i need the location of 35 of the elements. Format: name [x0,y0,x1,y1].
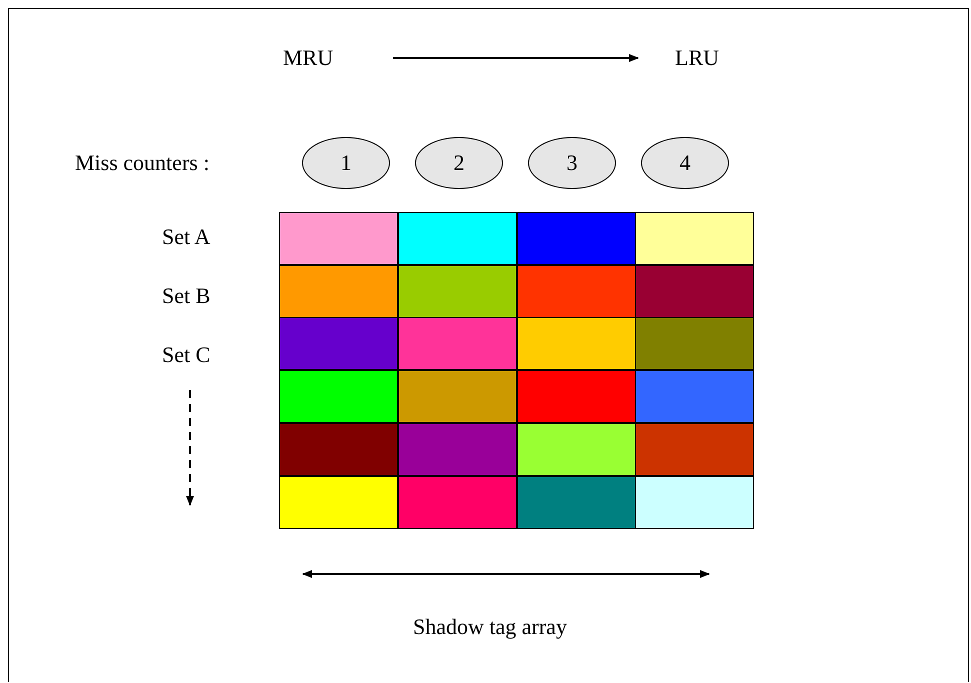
order-label: LRU [675,45,719,71]
tag-cell [516,370,636,424]
tag-cell [398,264,517,318]
tag-cell [635,264,754,318]
tag-cell [398,212,517,265]
tag-cell [398,476,517,528]
tag-cell [635,422,754,476]
miss-counter-oval: 2 [415,137,503,189]
tag-cell [398,370,517,424]
tag-cell [279,317,398,370]
tag-cell [279,264,398,318]
miss-counter-oval: 4 [641,137,729,189]
tag-cell [279,476,398,528]
miss-counter-oval: 3 [528,137,616,189]
tag-cell [398,422,517,476]
array-caption: Shadow tag array [413,614,567,640]
tag-cell [398,317,517,370]
tag-cell [635,370,754,424]
tag-cell [635,317,754,370]
set-label: Set B [162,283,210,309]
tag-cell [635,476,754,528]
tag-cell [516,264,636,318]
set-label: Set C [162,342,210,368]
tag-cell [279,212,398,265]
order-label: MRU [283,45,334,71]
tag-cell [516,317,636,370]
tag-cell [279,422,398,476]
tag-cell [516,476,636,528]
tag-cell [279,370,398,424]
tag-cell [635,212,754,265]
row-heading: Miss counters : [75,150,210,176]
set-label: Set A [162,224,210,250]
tag-cell [516,212,636,265]
tag-cell [516,422,636,476]
miss-counter-oval: 1 [302,137,390,189]
